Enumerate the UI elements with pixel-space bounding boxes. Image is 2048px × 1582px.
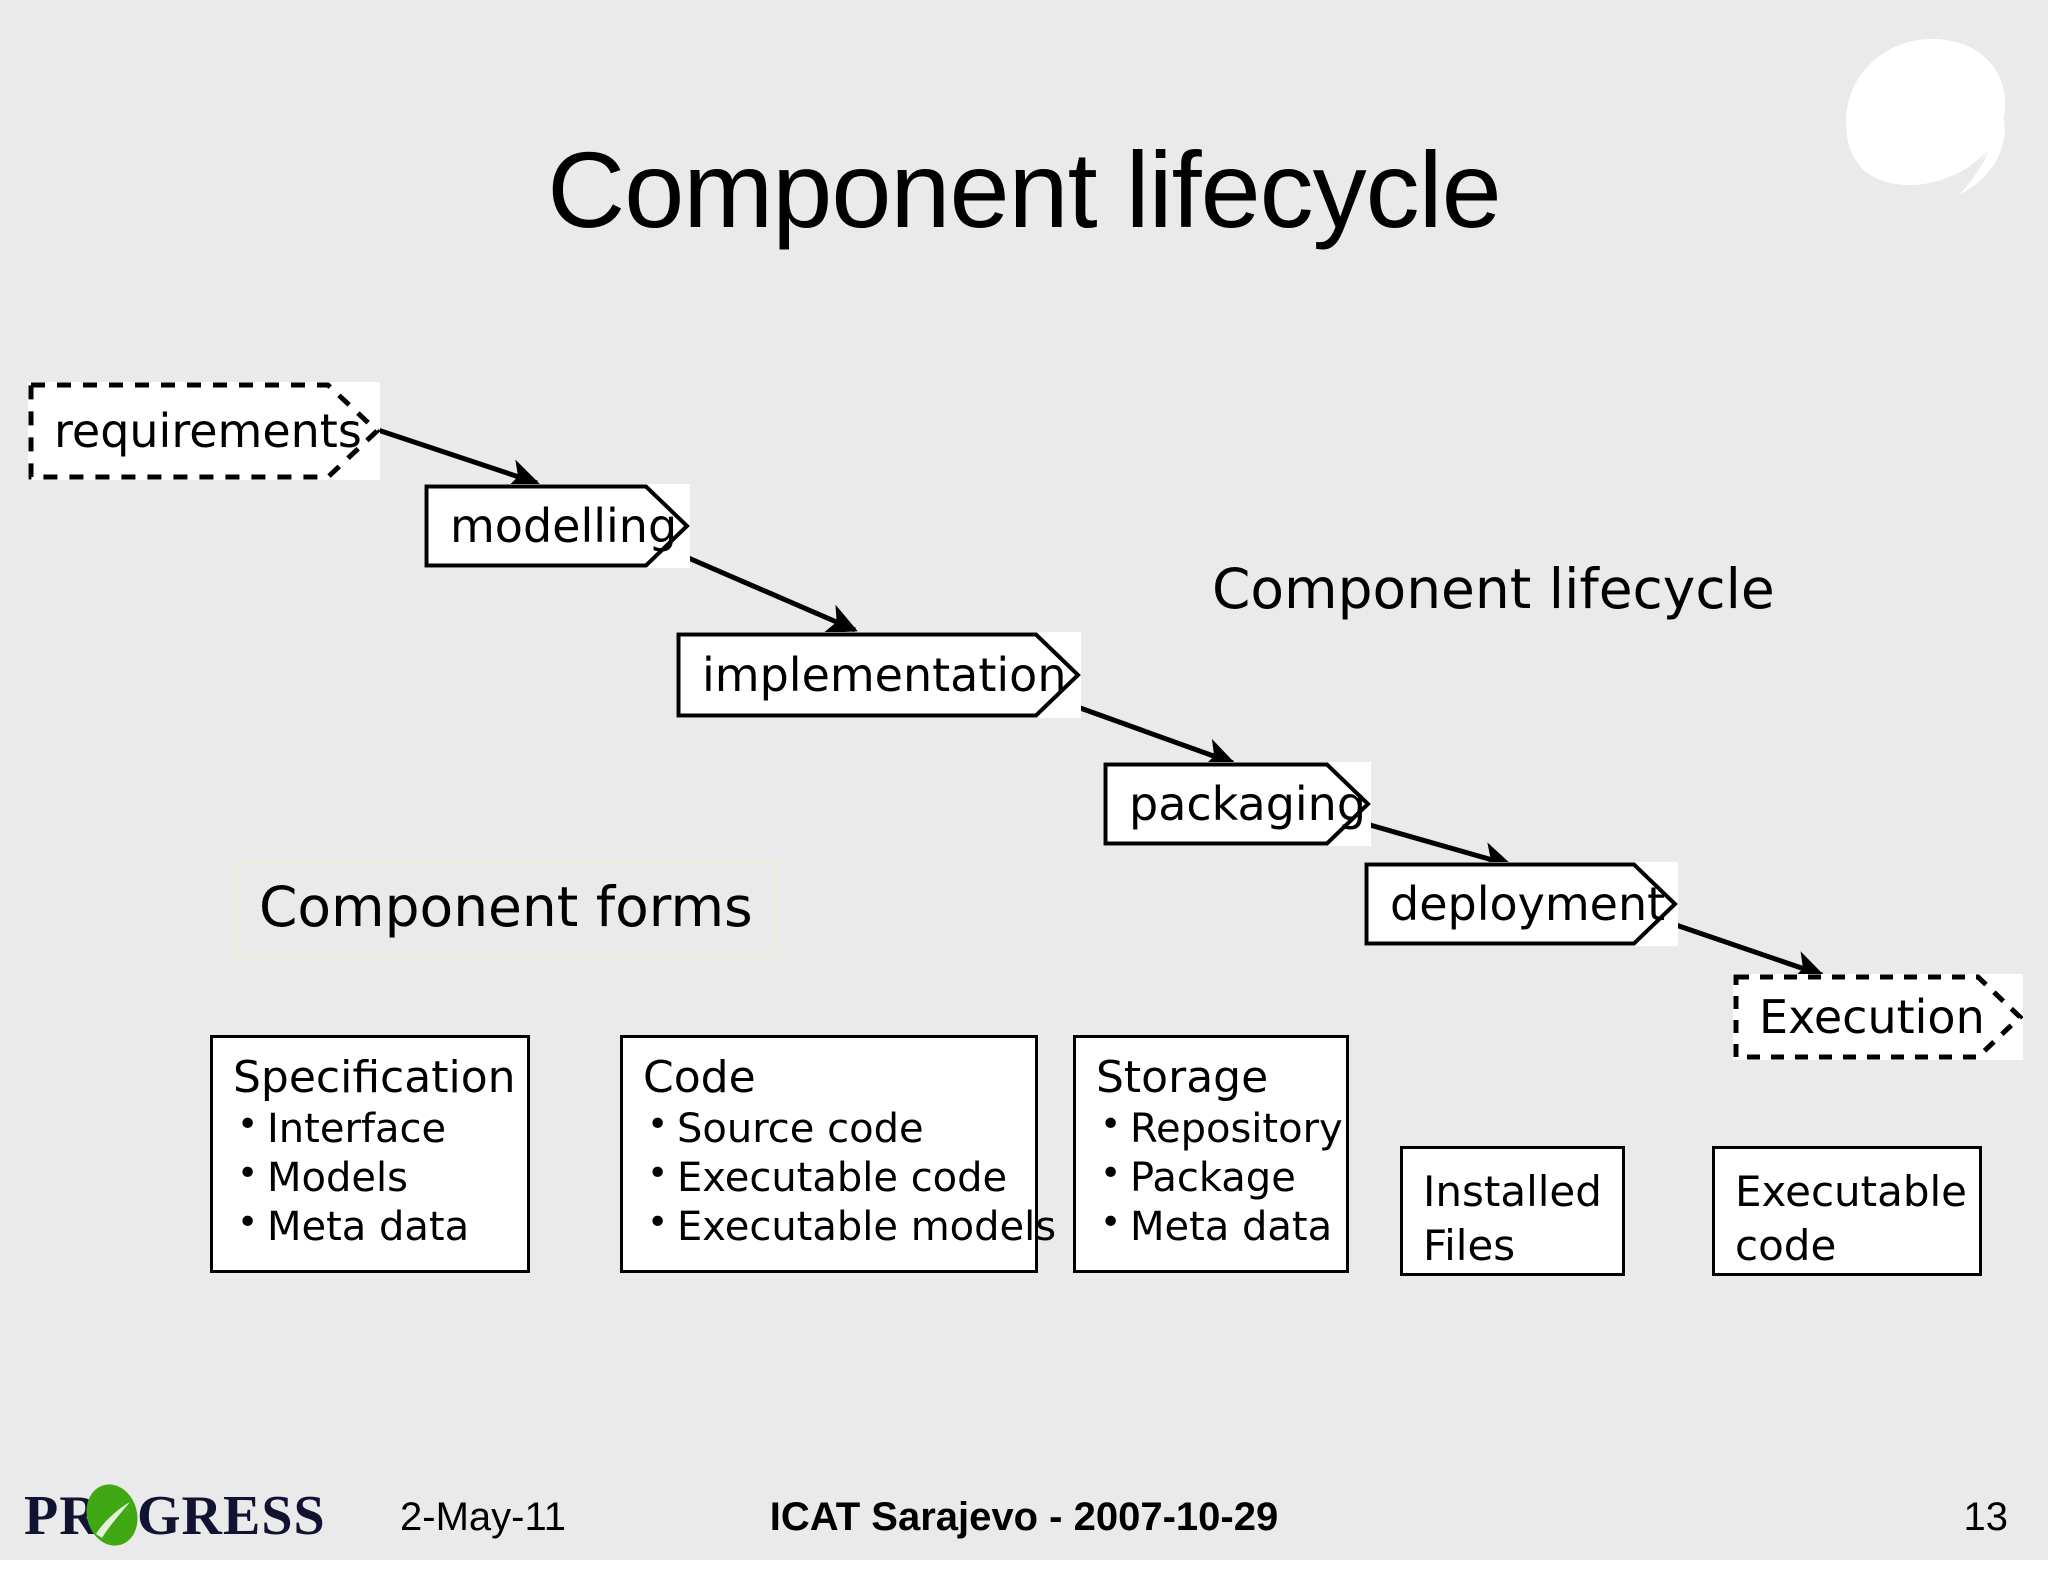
process-node-label: packaging <box>1129 777 1367 831</box>
box-line-2: Files <box>1423 1220 1516 1270</box>
chevron-shape-solid <box>1103 762 1371 846</box>
chevron-shape-solid <box>676 632 1081 718</box>
progress-logo: PR GRESS <box>24 1484 326 1546</box>
form-box-list: Interface Models Meta data <box>233 1103 509 1252</box>
process-node-modelling[interactable]: modelling <box>424 484 690 568</box>
form-box-executable-code[interactable]: Executable code <box>1712 1146 1982 1276</box>
list-item: Executable models <box>643 1201 1056 1252</box>
process-node-label: Execution <box>1759 990 1985 1044</box>
footer-conference: ICAT Sarajevo - 2007-10-29 <box>769 1495 1279 1539</box>
form-box-title: Code <box>643 1052 756 1103</box>
section-label-forms: Component forms <box>236 862 776 956</box>
form-box-list: Source code Executable code Executable m… <box>643 1103 1056 1252</box>
list-item: Interface <box>233 1103 509 1154</box>
process-node-implementation[interactable]: implementation <box>676 632 1081 718</box>
process-node-label: requirements <box>54 404 362 458</box>
list-item: Meta data <box>1096 1201 1332 1252</box>
slide-footer: PR GRESS 2-May-11 ICAT Sarajevo - 2007-1… <box>0 1472 2048 1582</box>
process-node-deployment[interactable]: deployment <box>1364 862 1678 946</box>
list-item: Package <box>1096 1152 1328 1203</box>
form-box-code[interactable]: Code Source code Executable code Executa… <box>620 1035 1056 1273</box>
process-node-label: modelling <box>450 499 678 553</box>
list-item: Source code <box>643 1103 1017 1154</box>
logo-leaf-highlight <box>96 1502 130 1538</box>
list-item: Meta data <box>233 1201 509 1252</box>
chevron-shape-solid <box>1364 862 1678 946</box>
process-node-label: deployment <box>1390 877 1666 931</box>
form-box-storage[interactable]: Storage Repository Package Meta data <box>1073 1035 1349 1273</box>
list-item: Repository <box>1096 1103 1343 1154</box>
chevron-shape-solid <box>424 484 690 568</box>
box-line-1: Installed <box>1423 1167 1602 1216</box>
list-item: Executable code <box>643 1152 1017 1203</box>
process-node-packaging[interactable]: packaging <box>1103 762 1371 846</box>
box-line-1: Executable <box>1735 1167 1968 1216</box>
form-box-list: Repository Package Meta data <box>1096 1103 1343 1252</box>
form-box-title: Specification <box>233 1052 516 1103</box>
form-box-installed-files[interactable]: Installed Files <box>1400 1146 1625 1276</box>
footer-bottom-band <box>0 1560 2048 1582</box>
process-node-label: implementation <box>702 648 1067 702</box>
section-label-lifecycle: Component lifecycle <box>1212 557 1775 621</box>
process-node-requirements[interactable]: requirements <box>28 382 380 480</box>
process-node-execution[interactable]: Execution <box>1733 974 2023 1060</box>
chevron-shape-dashed <box>28 382 380 480</box>
footer-date: 2-May-11 <box>400 1495 566 1539</box>
page-title: Component lifecycle <box>547 129 1501 250</box>
chevron-shape-dashed <box>1733 974 2023 1060</box>
footer-page-number: 13 <box>1963 1495 2009 1539</box>
list-item: Models <box>233 1152 509 1203</box>
form-box-specification[interactable]: Specification Interface Models Meta data <box>210 1035 530 1273</box>
form-box-title: Storage <box>1096 1052 1269 1103</box>
logo-text-right: GRESS <box>137 1485 326 1546</box>
box-line-2: code <box>1735 1220 1837 1270</box>
